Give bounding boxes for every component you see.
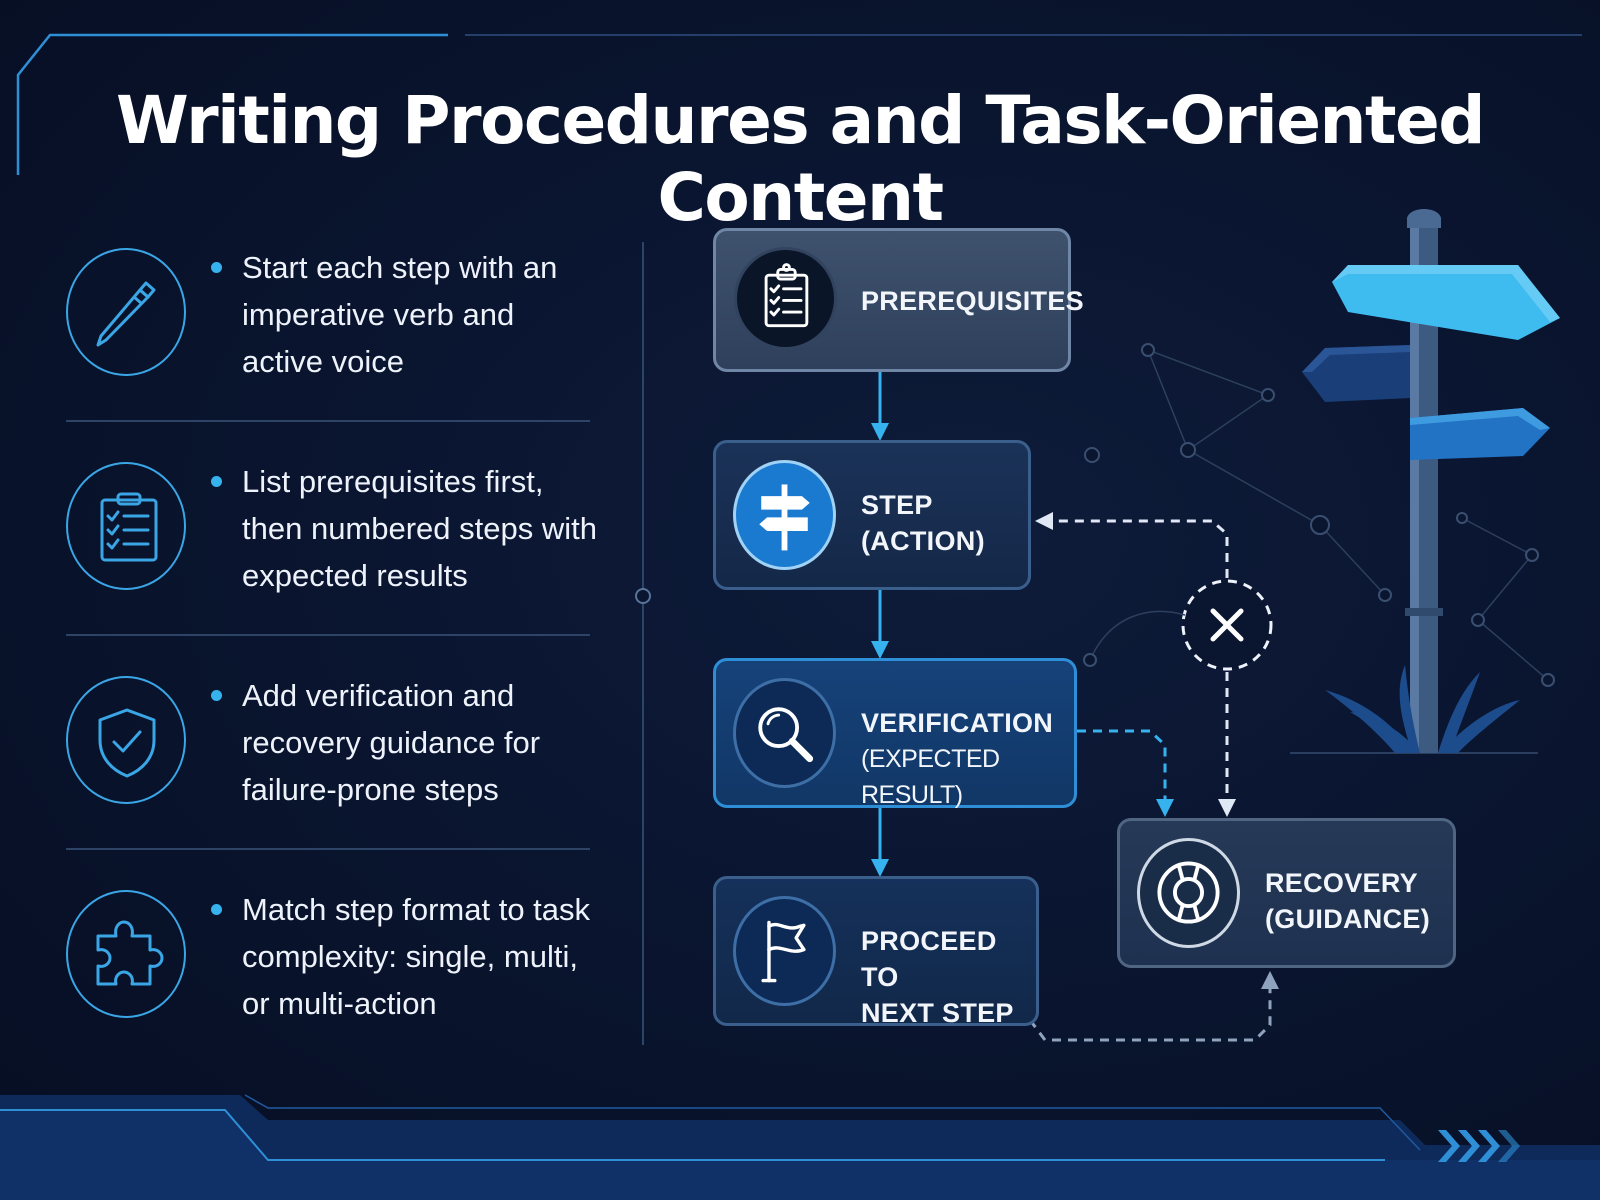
puzzle-piece-icon [66, 890, 186, 1018]
step-box: STEP (ACTION) [713, 440, 1031, 590]
lifebuoy-icon [1137, 838, 1240, 948]
verification-label: VERIFICATION (EXPECTED RESULT) [861, 708, 1054, 809]
prerequisites-label: PREREQUISITES [861, 286, 1084, 316]
recovery-label: RECOVERY (GUIDANCE) [1265, 868, 1430, 934]
divider [66, 848, 590, 850]
bullet-dot [211, 690, 222, 701]
prerequisites-box: PREREQUISITES [713, 228, 1084, 372]
proceed-label: PROCEED TO NEXT STEP [861, 926, 1014, 1028]
guideline-item: Add verification and recovery guidance f… [62, 670, 592, 810]
flag-icon [733, 896, 836, 1006]
guideline-item: Match step format to task complexity: si… [62, 884, 592, 1024]
shield-check-icon [66, 676, 186, 804]
guideline-text: List prerequisites first, then numbered … [242, 464, 597, 593]
verification-box: VERIFICATION (EXPECTED RESULT) [713, 658, 1077, 809]
bullet-dot [211, 262, 222, 273]
recovery-box: RECOVERY (GUIDANCE) [1117, 818, 1456, 968]
guideline-text: Start each step with an imperative verb … [242, 250, 558, 379]
proceed-box: PROCEED TO NEXT STEP [713, 876, 1039, 1028]
page-title: Writing Procedures and Task-Oriented Con… [115, 82, 1486, 236]
clipboard-checklist-icon [734, 247, 837, 350]
guideline-text: Add verification and recovery guidance f… [242, 678, 541, 807]
x-icon [1181, 579, 1273, 671]
bullet-dot [211, 904, 222, 915]
step-label: STEP (ACTION) [861, 490, 985, 556]
clipboard-checklist-icon [66, 462, 186, 590]
guideline-item: List prerequisites first, then numbered … [62, 456, 597, 596]
pencil-icon [66, 248, 186, 376]
divider [66, 634, 590, 636]
signpost-icon [733, 460, 836, 570]
guideline-text: Match step format to task complexity: si… [242, 892, 591, 1021]
magnifier-icon [733, 678, 836, 788]
bullet-dot [211, 476, 222, 487]
divider [66, 420, 590, 422]
guideline-item: Start each step with an imperative verb … [62, 242, 592, 382]
